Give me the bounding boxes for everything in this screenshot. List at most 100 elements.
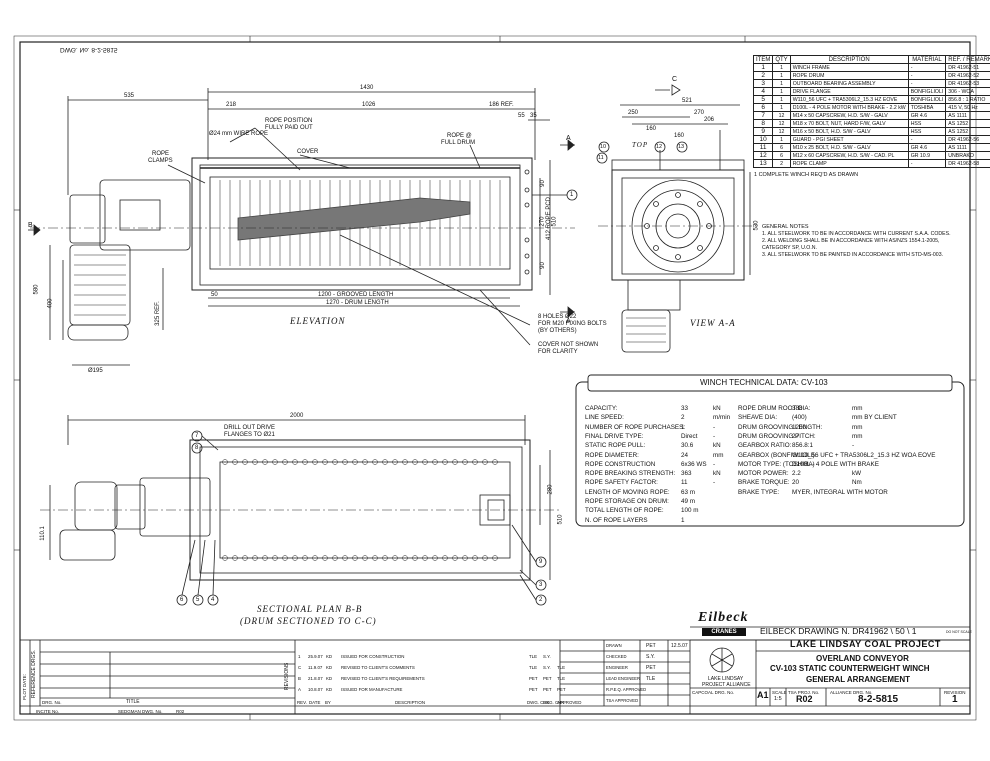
title-line-1: OVERLAND CONVEYOR (816, 654, 909, 663)
balloon-13: 13 (678, 144, 685, 150)
dim-160a: 160 (646, 126, 657, 132)
reference-drgs-label: REFERENCE DRGS. (31, 649, 37, 698)
hdr-desc: DESCRIPTION (789, 55, 909, 64)
note-rope-position-1: ROPE POSITION (265, 118, 313, 124)
revision-header: APPROVED (557, 700, 582, 705)
balloon-11: 11 (598, 155, 604, 161)
dim-110: 110.1 (39, 526, 46, 541)
parts-cell-qty: 1 (772, 95, 791, 104)
revision-header: DATE (309, 700, 321, 705)
balloon-1: 1 (570, 192, 574, 198)
sectional-plan (40, 415, 560, 606)
revision-cell: TLE (529, 654, 538, 659)
parts-cell-desc: ROPE CLAMP (789, 159, 909, 168)
sign-name: S.Y. (646, 654, 655, 660)
note-rope-full-1: ROPE @ (447, 133, 472, 139)
logo-sub: CRANES (702, 628, 746, 636)
balloon-6: 6 (180, 597, 184, 603)
dim-270-aa: 270 (694, 110, 705, 116)
tech-cell: LINE SPEED: (585, 414, 624, 422)
revision-cell: ISSUED FOR CONSTRUCTION (341, 654, 405, 659)
note-rope-full-2: FULL DRUM (441, 140, 476, 146)
balloon-2: 2 (539, 597, 543, 603)
note-drill-2: FLANGES TO Ø21 (224, 432, 275, 438)
tech-cell: ROPE CONSTRUCTION (585, 460, 656, 468)
revision-cell: PET (529, 687, 538, 692)
sign-name: TLE (646, 676, 656, 682)
dim-35: 35 (530, 113, 537, 119)
balloon-8: 8 (195, 445, 199, 451)
dim-400: 400 (47, 298, 54, 309)
tech-cell: 363 (681, 470, 692, 478)
parts-cell-qty: 1 (772, 63, 791, 72)
dim-2000: 2000 (290, 413, 304, 419)
tech-cell: 1200 (792, 423, 807, 431)
logo-text: Eilbeck (698, 610, 749, 625)
parts-cell-item: 5 (752, 95, 774, 104)
tsa-value: R02 (796, 694, 813, 704)
sign-label: LEAD ENGINEER (606, 676, 640, 681)
revision-cell: C (298, 665, 302, 670)
parts-cell-item: 10 (752, 135, 774, 144)
parts-cell-item: 11 (752, 143, 774, 152)
parts-cell-qty: 1 (772, 79, 791, 88)
title-block-lines (19, 626, 971, 715)
parts-cell-ref: 856.8 : 1 RATIO (945, 95, 990, 104)
dim-55: 55 (518, 113, 525, 119)
revision-cell: PET (543, 687, 552, 692)
balloon-12: 12 (656, 144, 663, 150)
note-cover-not-1: COVER NOT SHOWN (538, 342, 599, 348)
tech-cell: - (852, 442, 855, 450)
parts-cell-ref: AS 1111 (945, 143, 990, 152)
sign-label: R.P.E.Q. APPROVED (606, 687, 647, 692)
tech-cell: 49 m (681, 498, 695, 505)
revision-header: BY (325, 700, 331, 705)
tech-cell: Nm (852, 479, 862, 487)
hdr-item: ITEM (752, 55, 774, 64)
parts-cell-item: 6 (752, 103, 774, 112)
hdr-mat: MATERIAL (907, 55, 947, 64)
tech-cell: NUMBER OF ROPE PURCHASES: (585, 423, 686, 431)
tech-cell: 2 (681, 414, 685, 422)
tech-cell: 27 (792, 432, 800, 440)
dim-521: 521 (682, 98, 693, 104)
parts-cell-ref: DR 41962-56 (945, 135, 990, 144)
revision-cell: 10.8.07 (308, 687, 323, 692)
tech-cell: 63 m (681, 488, 695, 496)
parts-cell-qty: 1 (772, 71, 791, 80)
top-label: TOP (632, 141, 649, 149)
parts-cell-mat: - (907, 79, 947, 88)
parts-cell-ref: DR 41962-58 (945, 159, 990, 168)
balloon-9: 9 (539, 559, 543, 565)
view-aa-label: VIEW A-A (690, 318, 736, 328)
tech-cell: SHEAVE DIA: (738, 414, 778, 422)
eilbeck-logo: Eilbeck CRANES (696, 610, 750, 638)
revision-cell: KD (326, 687, 333, 692)
tech-cell: N. OF ROPE LAYERS (585, 516, 648, 524)
tech-cell: mm (852, 423, 863, 431)
dim-1200: 1200 - GROOVED LENGTH (318, 292, 394, 298)
tech-cell: - (713, 460, 716, 468)
revision-header: DSG. CHK. (543, 700, 566, 705)
alliance-name-1: LAKE LINDSAY (708, 676, 744, 682)
parts-cell-desc: M10 x 25 BOLT, H.D. S/W - GALV (789, 143, 909, 152)
tech-cell: DRUM GROOVING PITCH: (738, 432, 816, 440)
revision-cell: A (298, 687, 301, 692)
tech-cell: kN (713, 405, 721, 412)
parts-cell-item: 1 (752, 63, 774, 72)
parts-cell-item: 13 (752, 159, 774, 168)
balloon-7: 7 (195, 433, 199, 439)
elevation-view (28, 88, 578, 366)
title-label: TITLE (126, 699, 140, 705)
tech-cell: STATIC ROPE PULL: (585, 442, 646, 450)
tech-data-frame (575, 374, 965, 527)
